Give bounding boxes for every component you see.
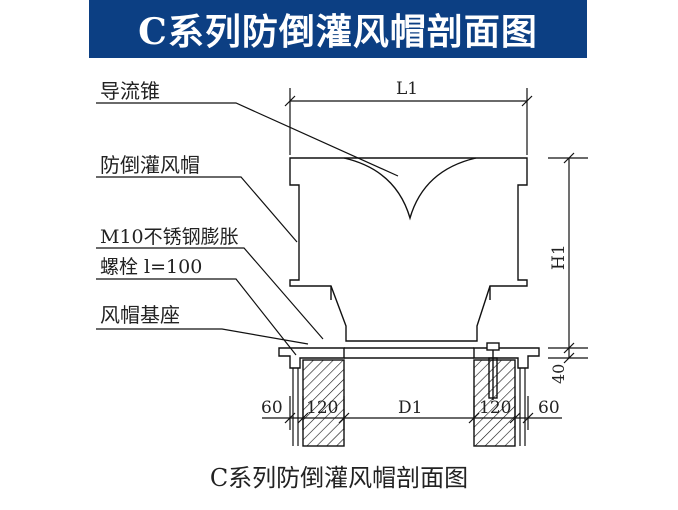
dim-left-120: 120	[306, 398, 338, 418]
label-hood: 防倒灌风帽	[100, 153, 200, 177]
banner-title: C系列防倒灌风帽剖面图	[138, 11, 538, 53]
dim-l1: L1	[396, 79, 418, 99]
dim-40: 40	[549, 364, 568, 384]
left-wall	[302, 359, 345, 447]
label-bolt-line1: M10不锈钢膨胀	[100, 226, 239, 248]
leader-base	[96, 328, 309, 345]
label-cone: 导流锥	[100, 79, 160, 103]
dim-right-60: 60	[538, 398, 560, 418]
dim-right-120: 120	[479, 398, 511, 418]
dim-d1: D1	[398, 398, 422, 418]
right-wall	[473, 359, 516, 447]
base-flange	[278, 347, 345, 369]
leader-bolt2	[96, 278, 297, 356]
hood-outline	[289, 157, 528, 342]
title-banner: C系列防倒灌风帽剖面图	[89, 0, 587, 58]
dim-left-60: 60	[261, 398, 283, 418]
label-base: 风帽基座	[100, 303, 180, 327]
expansion-bolt	[486, 342, 500, 400]
drawing-caption: C系列防倒灌风帽剖面图	[209, 464, 469, 492]
leader-cone	[96, 102, 399, 177]
leader-bolt	[96, 247, 324, 340]
leader-hood	[96, 176, 298, 243]
guide-cone	[343, 157, 477, 221]
label-bolt-line2: 螺栓 l=100	[100, 256, 202, 278]
dim-h1: H1	[549, 244, 569, 270]
